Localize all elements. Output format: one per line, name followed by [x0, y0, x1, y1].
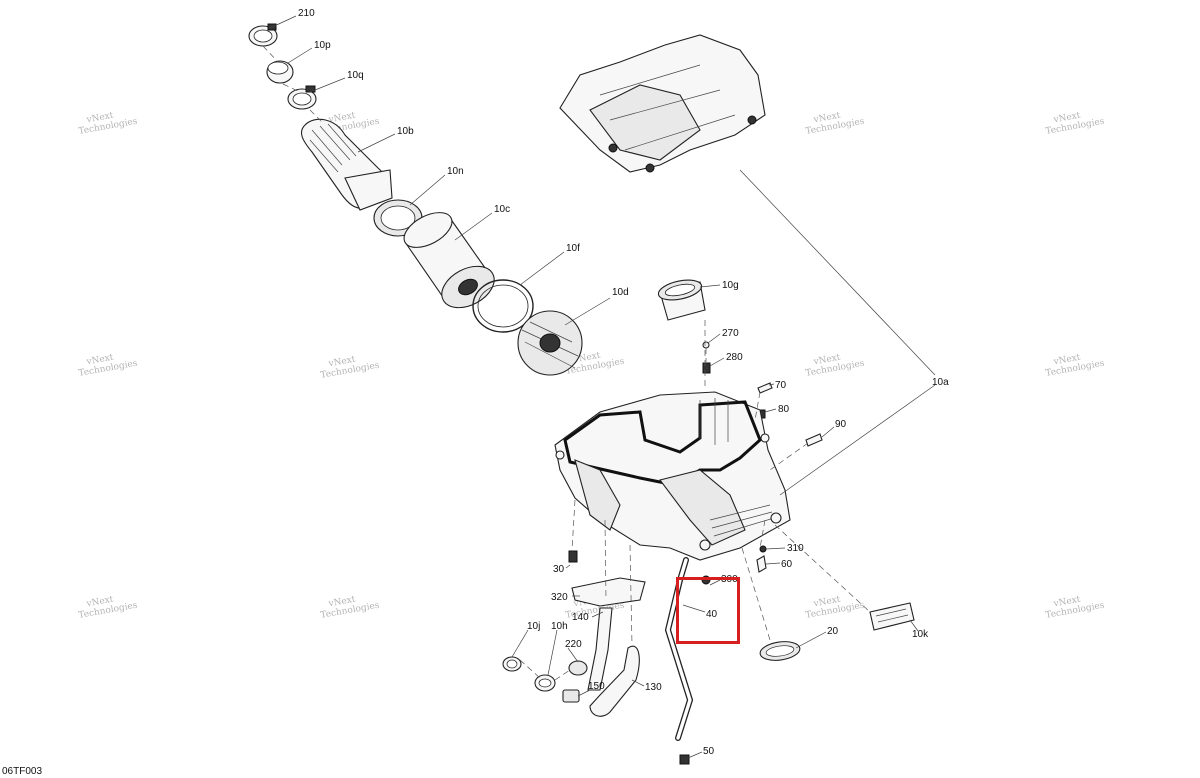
clip-50 — [679, 754, 690, 765]
watermark-text: vNext — [1052, 353, 1082, 368]
watermark-text: vNext — [812, 353, 842, 368]
bolt-90 — [805, 433, 823, 447]
washer-310 — [759, 545, 767, 553]
watermark: vNext Technologies — [1045, 111, 1106, 137]
callout-80: 80 — [778, 404, 790, 415]
callout-70: 70 — [775, 380, 787, 391]
leader-lines — [269, 15, 936, 759]
watermark: vNext Technologies — [320, 595, 381, 621]
figure-code: 06TF003 — [2, 766, 43, 777]
plate-320 — [571, 577, 646, 607]
watermark: vNext Technologies — [805, 353, 866, 379]
callout-10h: 10h — [551, 621, 568, 632]
highlight-box — [676, 577, 740, 644]
watermark: vNext Technologies — [320, 355, 381, 381]
callout-150: 150 — [588, 681, 605, 692]
callout-30: 30 — [553, 564, 565, 575]
watermark: vNext Technologies — [1045, 595, 1106, 621]
watermark-text: vNext — [85, 353, 115, 368]
callout-320: 320 — [551, 592, 568, 603]
air-filter-10c — [403, 212, 495, 309]
assembly-lines — [262, 45, 871, 681]
watermark: vNext Technologies — [78, 111, 139, 137]
intake-duct-10b — [300, 118, 393, 211]
callout-10a: 10a — [932, 377, 949, 388]
callout-270: 270 — [722, 328, 739, 339]
callout-10n: 10n — [447, 166, 464, 177]
callout-10j: 10j — [527, 621, 540, 632]
clip-30 — [568, 550, 578, 563]
o-ring-10f — [472, 279, 534, 333]
clamp-220 — [568, 660, 588, 676]
callout-210: 210 — [298, 8, 315, 19]
bolt-70 — [757, 382, 773, 394]
watermark-text: vNext — [327, 111, 357, 126]
callout-130: 130 — [645, 682, 662, 693]
watermark-text: vNext — [85, 111, 115, 126]
label-10k — [869, 602, 915, 631]
callout-10g: 10g — [722, 280, 739, 291]
callout-10k: 10k — [912, 629, 929, 640]
clamp-10h — [534, 674, 556, 692]
callout-220: 220 — [565, 639, 582, 650]
watermark-text: vNext — [85, 595, 115, 610]
watermark: vNext Technologies — [805, 111, 866, 137]
airbox-cover — [559, 34, 766, 173]
callout-10c: 10c — [494, 204, 510, 215]
drain-tube-40 — [664, 557, 694, 741]
clamp-10j — [502, 656, 522, 672]
watermark-text: vNext — [1052, 595, 1082, 610]
callout-50: 50 — [703, 746, 715, 757]
callout-10q: 10q — [347, 70, 364, 81]
clamp-210 — [248, 23, 278, 47]
callout-10b: 10b — [397, 126, 414, 137]
callout-280: 280 — [726, 352, 743, 363]
watermark: vNext Technologies — [1045, 353, 1106, 379]
clamp-20 — [759, 641, 801, 661]
watermark: vNext Technologies — [805, 595, 866, 621]
nut-280 — [702, 362, 711, 374]
cover-10d — [517, 310, 583, 376]
watermark-text: vNext — [327, 355, 357, 370]
callout-60: 60 — [781, 559, 793, 570]
watermark: vNext Technologies — [78, 595, 139, 621]
watermark-text: vNext — [327, 595, 357, 610]
hose-140 — [587, 607, 613, 691]
fitting-150 — [562, 689, 580, 703]
callout-10p: 10p — [314, 40, 331, 51]
callout-10d: 10d — [612, 287, 629, 298]
watermark-layer: vNext Technologies vNext Technologies vN… — [78, 111, 1106, 621]
watermark: vNext Technologies — [78, 353, 139, 379]
airbox-base — [554, 391, 791, 561]
hose-130 — [589, 645, 640, 717]
coupler-10p — [266, 60, 294, 84]
callout-140: 140 — [572, 612, 589, 623]
watermark-text: vNext — [812, 111, 842, 126]
watermark-text: vNext — [1052, 111, 1082, 126]
callout-90: 90 — [835, 419, 847, 430]
screw-60 — [756, 555, 767, 573]
coupler-10g — [657, 279, 706, 321]
callout-labels: 210 10p 10q 10b 10n 10c 10f 10d 10g 270 … — [298, 8, 949, 757]
clamp-10q — [287, 85, 317, 110]
callout-20: 20 — [827, 626, 839, 637]
callout-40: 40 — [706, 609, 718, 620]
watermark-text: vNext — [812, 595, 842, 610]
callout-10f: 10f — [566, 243, 580, 254]
callout-310: 310 — [787, 543, 804, 554]
